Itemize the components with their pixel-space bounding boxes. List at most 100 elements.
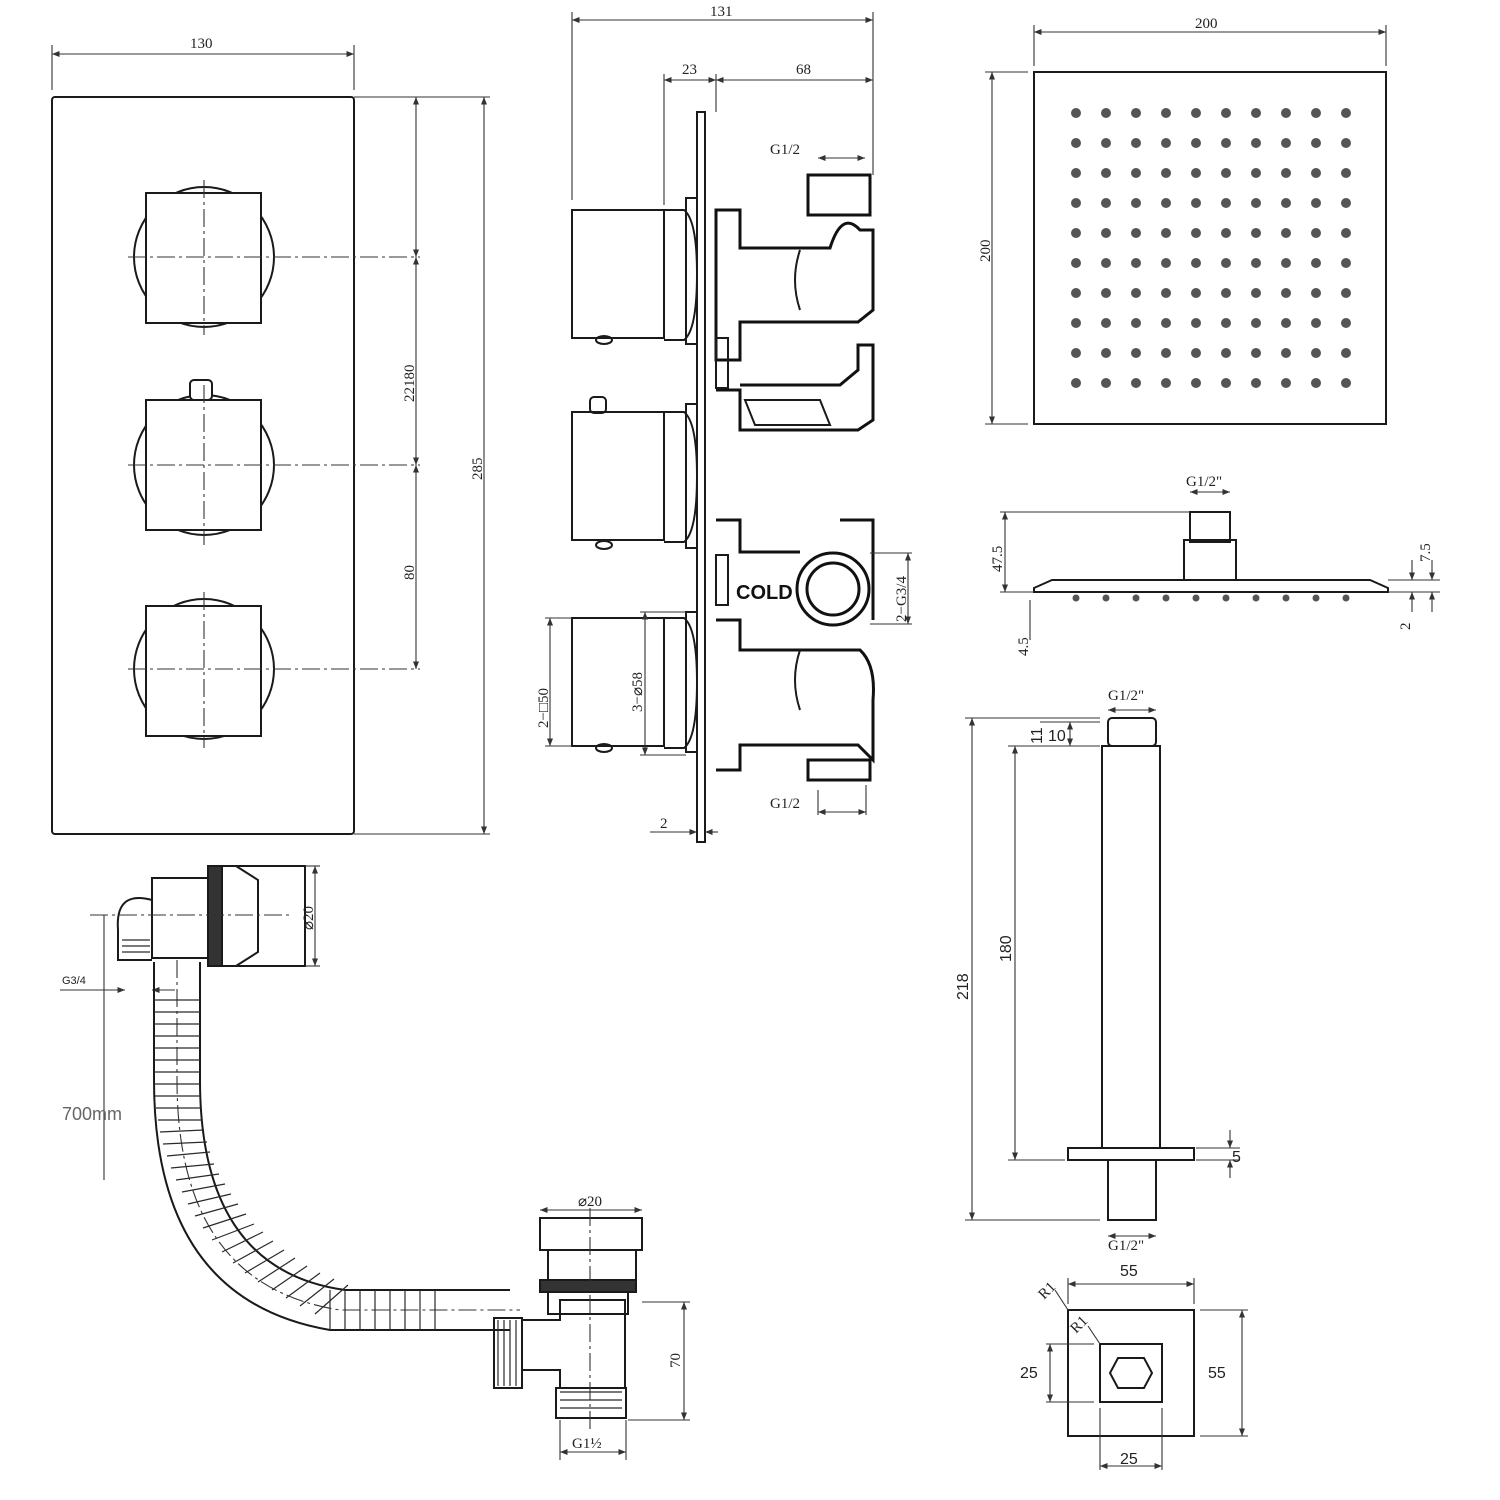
nozzle-dot xyxy=(1311,198,1321,208)
nozzle-dot xyxy=(1191,318,1201,328)
nozzle-dot xyxy=(1131,168,1141,178)
flange-inner-width-label: 25 xyxy=(1120,1451,1138,1468)
nozzle-dot xyxy=(1221,108,1231,118)
nozzle-dot xyxy=(1131,108,1141,118)
nozzle-dot xyxy=(1161,318,1171,328)
flange-height-label: 55 xyxy=(1208,1365,1226,1382)
filler-hose-length-label: 700mm xyxy=(62,1104,122,1124)
nozzle-dot xyxy=(1071,108,1081,118)
nozzle-dot xyxy=(1161,228,1171,238)
nozzle-side-dot xyxy=(1312,594,1320,602)
nozzle-dot xyxy=(1281,108,1291,118)
nozzle-dot xyxy=(1281,288,1291,298)
nozzle-dot xyxy=(1251,378,1261,388)
nozzle-dot xyxy=(1281,258,1291,268)
nozzle-dot xyxy=(1071,378,1081,388)
arm-overall-label: 218 xyxy=(955,973,972,1000)
nozzle-dot xyxy=(1161,288,1171,298)
nozzle-dot xyxy=(1071,228,1081,238)
nozzle-dot xyxy=(1281,348,1291,358)
arm-thread-bottom-label: G1/2" xyxy=(1108,1238,1144,1254)
nozzle-dot xyxy=(1071,258,1081,268)
nozzle-dot xyxy=(1311,258,1321,268)
arm-thread-top-label: G1/2" xyxy=(1108,688,1144,704)
nozzle-dot xyxy=(1341,198,1351,208)
nozzle-dot xyxy=(1341,108,1351,118)
nozzle-dot xyxy=(1251,228,1261,238)
nozzle-dot xyxy=(1071,288,1081,298)
nozzle-dot xyxy=(1251,348,1261,358)
nozzle-dot xyxy=(1191,258,1201,268)
nozzle-dot xyxy=(1311,138,1321,148)
nozzle-dot xyxy=(1071,318,1081,328)
nozzle-dot xyxy=(1311,318,1321,328)
nozzle-dot xyxy=(1251,318,1261,328)
shower-head-top-view: 200 200 xyxy=(978,16,1387,425)
shower-head-plate-thickness-label: 7.5 xyxy=(1418,543,1434,562)
nozzle-dot xyxy=(1191,228,1201,238)
nozzle-dot xyxy=(1221,258,1231,268)
nozzle-dot xyxy=(1311,378,1321,388)
nozzle-dot xyxy=(1191,108,1201,118)
nozzle-dot xyxy=(1341,258,1351,268)
nozzle-side-dot xyxy=(1132,594,1140,602)
nozzle-dot xyxy=(1281,198,1291,208)
nozzle-side-dot xyxy=(1102,594,1110,602)
nozzle-dot xyxy=(1101,228,1111,238)
knob-bottom xyxy=(128,592,420,748)
nozzle-dot xyxy=(1131,138,1141,148)
shower-head-edge-label: 2 xyxy=(1398,623,1414,631)
nozzle-dot xyxy=(1221,138,1231,148)
nozzle-dot xyxy=(1101,168,1111,178)
ceiling-arm-side-view: G1/2" G1/2" 218 180 10 11 5 xyxy=(955,688,1241,1254)
nozzle-dot xyxy=(1161,108,1171,118)
nozzle-grid xyxy=(1071,108,1351,388)
nozzle-dot xyxy=(1221,168,1231,178)
waste-thread-label: G1½ xyxy=(572,1436,602,1452)
valve-inlet-top-label: G1/2 xyxy=(770,142,800,158)
arm-top-segment-label: 10 xyxy=(1048,728,1066,745)
panel-front-view: 130 285 22180 xyxy=(51,36,490,835)
nozzle-side-dot xyxy=(1222,594,1230,602)
nozzle-dot xyxy=(1071,198,1081,208)
nozzle-dot xyxy=(1311,348,1321,358)
shower-head-width-label: 200 xyxy=(1195,16,1218,32)
nozzle-dot xyxy=(1191,348,1201,358)
nozzle-dot xyxy=(1191,168,1201,178)
nozzle-dot xyxy=(1131,198,1141,208)
nozzle-dot xyxy=(1341,228,1351,238)
valve-inlet-bottom-label: G1/2 xyxy=(770,796,800,812)
nozzle-dot xyxy=(1251,138,1261,148)
valve-plate-thickness-label: 2 xyxy=(660,816,668,832)
nozzle-dot xyxy=(1251,198,1261,208)
nozzle-dot xyxy=(1131,258,1141,268)
nozzle-dot xyxy=(1101,348,1111,358)
nozzle-dot xyxy=(1101,108,1111,118)
nozzle-dot xyxy=(1221,378,1231,388)
waste-height-label: 70 xyxy=(668,1353,684,1368)
nozzle-dot xyxy=(1161,258,1171,268)
valve-knob-square-label: 2−□50 xyxy=(536,688,552,728)
nozzle-dot xyxy=(1221,348,1231,358)
panel-width-label: 130 xyxy=(190,36,213,52)
shower-head-nozzle-height-label: 4.5 xyxy=(1016,637,1032,656)
nozzle-dot xyxy=(1311,288,1321,298)
panel-spacing-upper-label: 22180 xyxy=(402,365,418,403)
valve-depth-front-label: 23 xyxy=(682,62,697,78)
nozzle-dot xyxy=(1101,378,1111,388)
valve-side-view: 131 23 68 xyxy=(536,4,912,843)
panel-spacing-lower-label: 80 xyxy=(402,565,418,580)
nozzle-dot xyxy=(1161,138,1171,148)
nozzle-dot xyxy=(1281,138,1291,148)
nozzle-dot xyxy=(1191,378,1201,388)
valve-depth-total-label: 131 xyxy=(710,4,733,20)
nozzle-dot xyxy=(1311,108,1321,118)
nozzle-dot xyxy=(1311,168,1321,178)
shower-head-side-view: G1/2" 47.5 4.5 7.5 2 xyxy=(990,474,1440,656)
filler-thread-label: G3/4 xyxy=(62,975,86,987)
nozzle-dot xyxy=(1191,138,1201,148)
nozzle-dot xyxy=(1161,378,1171,388)
nozzle-dot xyxy=(1191,288,1201,298)
nozzle-dot xyxy=(1281,318,1291,328)
nozzle-dot xyxy=(1161,168,1171,178)
